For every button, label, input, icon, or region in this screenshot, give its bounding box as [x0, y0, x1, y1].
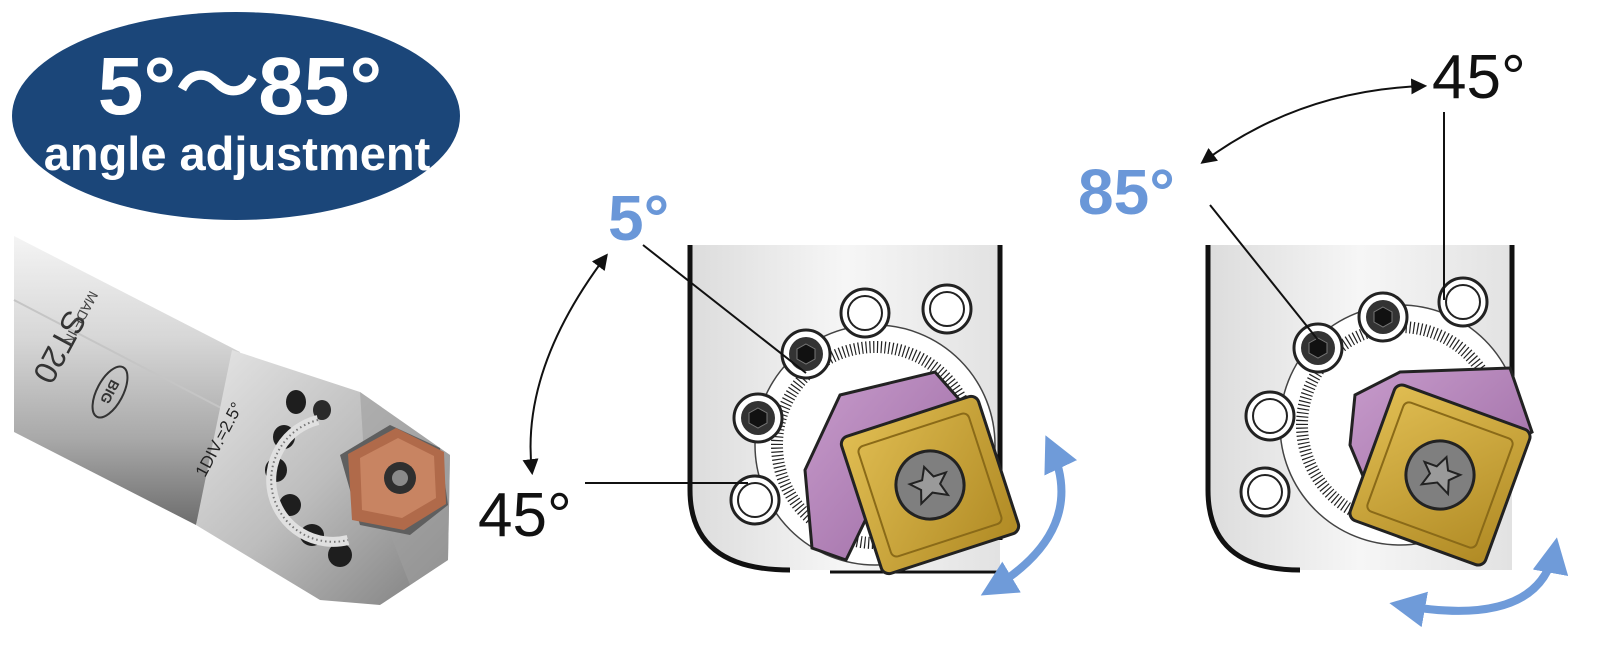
label-left-45deg: 45°	[478, 481, 572, 550]
badge-ellipse	[12, 12, 460, 220]
diagram-5deg: 5° 45°	[478, 182, 1078, 596]
badge-subtitle: angle adjustment	[44, 127, 431, 180]
label-85deg: 85°	[1078, 156, 1175, 228]
angle-arc-right	[1200, 78, 1428, 164]
rotate-arrow-left	[980, 435, 1078, 596]
gold-insert-right	[1348, 383, 1532, 567]
angle-arc-left	[522, 253, 608, 476]
badge-range-text: 5°～85°	[98, 41, 382, 132]
gold-insert	[839, 394, 1021, 576]
label-right-45deg: 45°	[1432, 43, 1526, 112]
angle-badge: 5°～85° angle adjustment	[12, 12, 460, 220]
boring-bar-photo: 1DIV.=2.5° ST20 MADE IN BIG	[13, 236, 450, 605]
diagram-85deg: 85° 45°	[1078, 43, 1569, 628]
label-5deg: 5°	[608, 182, 669, 254]
rotate-arrow-right	[1389, 537, 1569, 628]
